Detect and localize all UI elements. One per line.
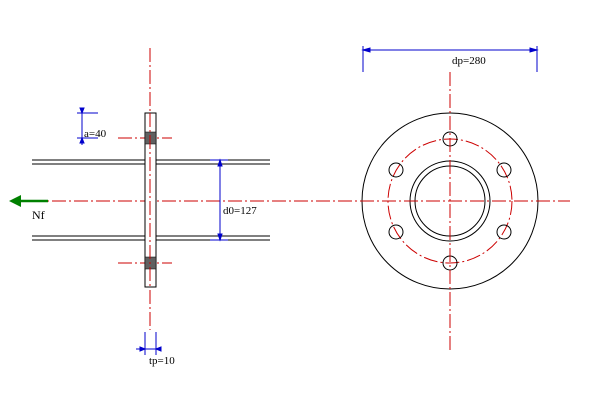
axial-force-arrow xyxy=(9,195,48,207)
bolt-hole xyxy=(496,162,512,178)
front-view-centerline-overlay xyxy=(360,72,570,350)
dimension-dp xyxy=(361,46,539,72)
dimension-a-label: a=40 xyxy=(84,128,107,140)
bolt-hole xyxy=(496,224,512,240)
dimension-d0 xyxy=(210,158,228,242)
dimension-d0-label: d0=127 xyxy=(223,205,257,217)
dimension-dp-label: dp=280 xyxy=(452,55,486,67)
dimension-tp xyxy=(136,332,162,355)
dimension-a xyxy=(77,107,98,145)
centerlines xyxy=(30,48,570,350)
dimension-tp-label: tp=10 xyxy=(149,355,175,367)
axial-force-label: Nf xyxy=(32,208,45,222)
bolt-hole xyxy=(388,162,404,178)
bolt-hole xyxy=(388,224,404,240)
